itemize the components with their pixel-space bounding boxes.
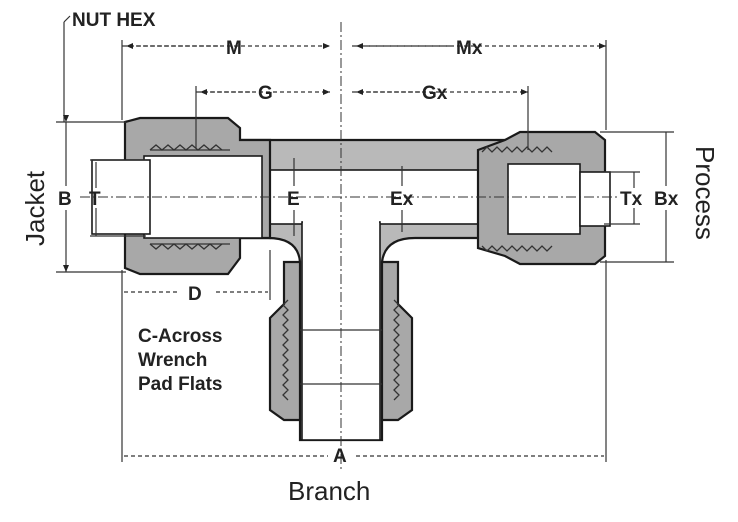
branch-label: Branch — [288, 476, 370, 506]
bx-label: Bx — [654, 189, 679, 210]
m-label: M — [226, 38, 242, 59]
t-label: T — [89, 189, 101, 210]
tx-label: Tx — [620, 189, 643, 210]
left-nut — [91, 116, 272, 276]
process-label: Process — [690, 146, 720, 240]
nut-hex-label: NUT HEX — [72, 10, 156, 31]
b-label: B — [58, 189, 72, 210]
gx-label: Gx — [422, 83, 448, 104]
e-label: E — [287, 189, 300, 210]
branch-end — [268, 260, 414, 422]
right-nut — [476, 130, 611, 266]
c-across-label-line2: Wrench — [138, 350, 207, 371]
jacket-label: Jacket — [20, 170, 50, 246]
dimension-lines — [56, 15, 674, 462]
g-label: G — [258, 83, 273, 104]
ex-label: Ex — [390, 189, 414, 210]
mx-label: Mx — [456, 38, 483, 59]
c-across-label-line1: C-Across — [138, 326, 222, 347]
c-across-label-line3: Pad Flats — [138, 374, 222, 395]
d-label: D — [188, 284, 202, 305]
a-label: A — [333, 446, 347, 467]
